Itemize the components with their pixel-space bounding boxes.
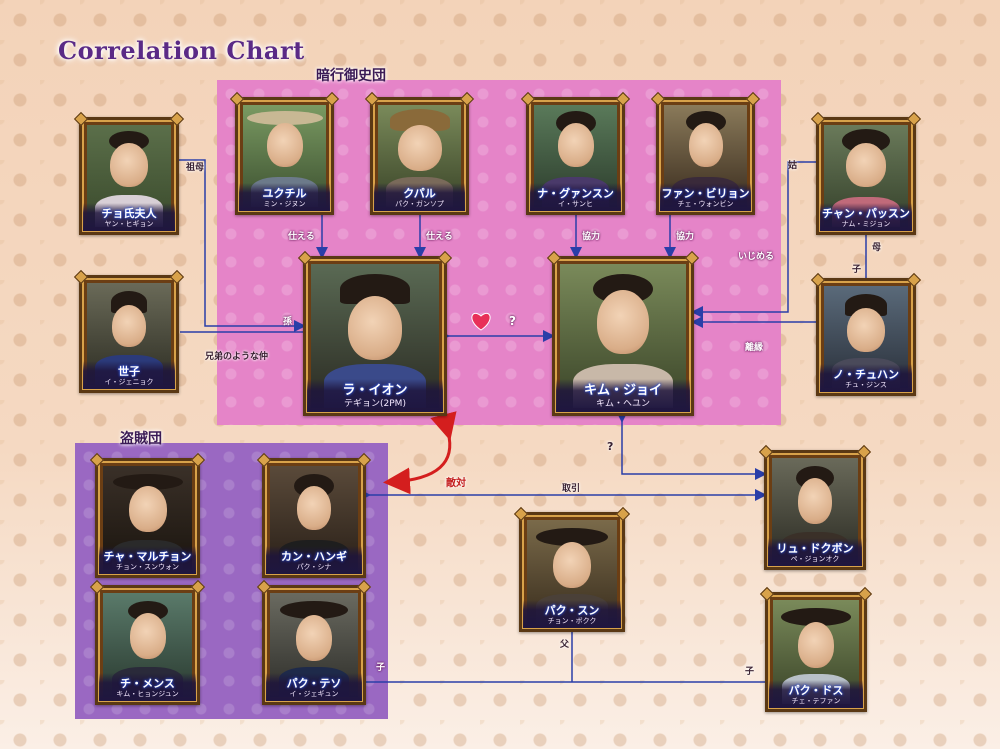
- actor-yukchil: ミン・ジヌン: [263, 200, 306, 208]
- character-card-yukchil[interactable]: ユクチルミン・ジヌン: [235, 97, 334, 215]
- name-parkteso: パク・テソ: [286, 677, 342, 690]
- rel-chichi: 父: [560, 640, 570, 650]
- character-card-ryu[interactable]: リュ・ドクボンペ・ジョンオク: [764, 450, 866, 570]
- actor-cho: ヤン・ヒギョン: [104, 220, 154, 228]
- group-label-touzoku: 盗賊団: [120, 431, 162, 447]
- group-label-anko: 暗行御史団: [316, 68, 386, 84]
- name-no: ノ・チュハン: [833, 368, 899, 381]
- actor-parksun: チョン・ボクク: [547, 617, 597, 625]
- rel-kyoryoku-2: 協力: [676, 232, 695, 242]
- character-card-cho[interactable]: チョ氏夫人ヤン・ヒギョン: [79, 117, 179, 235]
- name-kang: カン・ハンギ: [281, 550, 347, 563]
- character-card-rayion[interactable]: ラ・イオンテギョン(2PM): [303, 256, 447, 416]
- name-chang: チャン・パッスン: [822, 207, 910, 220]
- name-parksun: パク・スン: [544, 604, 600, 617]
- name-ryu: リュ・ドクボン: [776, 542, 854, 555]
- character-card-no[interactable]: ノ・チュハンチュ・ジンス: [816, 278, 916, 396]
- rel-kyodai: 兄弟のような仲: [205, 352, 269, 362]
- name-chimen: チ・メンス: [120, 677, 175, 690]
- rel-ko-2: 子: [376, 663, 386, 673]
- actor-parkdosu: チェ・テファン: [791, 697, 841, 705]
- rel-ko-3: 子: [745, 667, 755, 677]
- chart-title: Correlation Chart: [58, 36, 305, 65]
- rel-tsukaeru-2: 仕える: [426, 232, 453, 242]
- rel-kyoryoku-1: 協力: [582, 232, 601, 242]
- actor-na: イ・サンヒ: [558, 200, 593, 208]
- name-cha: チャ・マルチョン: [103, 550, 192, 563]
- actor-fan: チェ・ウォンビン: [677, 200, 734, 208]
- character-card-kang[interactable]: カン・ハンギパク・シナ: [262, 458, 366, 578]
- name-fan: ファン・ビリョン: [661, 187, 750, 200]
- character-card-chimen[interactable]: チ・メンスキム・ヒョンジュン: [95, 585, 200, 705]
- rel-sobo: 祖母: [186, 163, 205, 173]
- character-card-parkteso[interactable]: パク・テソイ・ジェギュン: [262, 585, 366, 705]
- rel-boshi: 孫: [283, 317, 293, 327]
- actor-chang: ナム・ミジョン: [841, 220, 891, 228]
- character-card-gupal[interactable]: クパルパク・ガンソプ: [370, 97, 469, 215]
- character-card-parkdosu[interactable]: パク・ドスチェ・テファン: [765, 592, 867, 712]
- character-card-parksun[interactable]: パク・スンチョン・ボクク: [519, 512, 625, 632]
- actor-parkteso: イ・ジェギュン: [289, 690, 339, 698]
- character-card-na[interactable]: ナ・グァンスンイ・サンヒ: [526, 97, 625, 215]
- actor-chimen: キム・ヒョンジュン: [116, 690, 179, 698]
- name-cho: チョ氏夫人: [101, 207, 157, 220]
- actor-kimjoi: キム・ヘユン: [595, 399, 650, 409]
- actor-ryu: ペ・ジョンオク: [790, 555, 840, 563]
- rel-tsukaeru-1: 仕える: [288, 232, 315, 242]
- rel-tekitai: 敵対: [446, 478, 466, 489]
- name-rayion: ラ・イオン: [342, 383, 408, 398]
- rel-rien: 離縁: [745, 343, 764, 353]
- rel-ko-1: 子: [852, 265, 862, 275]
- character-card-kimjoi[interactable]: キム・ジョイキム・ヘユン: [552, 256, 694, 416]
- actor-no: チュ・ジンス: [845, 381, 887, 389]
- name-seja: 世子: [118, 365, 140, 378]
- character-card-fan[interactable]: ファン・ビリョンチェ・ウォンビン: [656, 97, 755, 215]
- actor-rayion: テギョン(2PM): [344, 399, 406, 409]
- character-card-cha[interactable]: チャ・マルチョンチョン・スンウォン: [95, 458, 200, 578]
- rel-torihiki: 取引: [562, 484, 581, 494]
- name-na: ナ・グァンスン: [537, 187, 614, 200]
- character-card-chang[interactable]: チャン・パッスンナム・ミジョン: [816, 117, 916, 235]
- rel-question-1: ?: [509, 314, 516, 328]
- actor-gupal: パク・ガンソプ: [395, 200, 444, 208]
- character-card-seja[interactable]: 世子イ・ジェニョク: [79, 275, 179, 393]
- portrait-kimjoi: [560, 264, 686, 408]
- line-kimjoi-ryu: [616, 411, 767, 480]
- rel-question-2: ?: [607, 440, 614, 453]
- rel-haha: 母: [872, 243, 882, 253]
- name-yukchil: ユクチル: [262, 187, 307, 200]
- actor-cha: チョン・スンウォン: [116, 563, 179, 571]
- enemy-arrow: [383, 411, 457, 495]
- name-parkdosu: パク・ドス: [788, 684, 844, 697]
- name-gupal: クパル: [403, 187, 436, 200]
- rel-shuto: 姑: [788, 161, 798, 171]
- actor-kang: パク・シナ: [296, 563, 332, 571]
- actor-seja: イ・ジェニョク: [104, 378, 154, 386]
- line-chang-kimjoi: [691, 161, 816, 318]
- name-kimjoi: キム・ジョイ: [583, 383, 662, 398]
- love-heart-icon: [470, 311, 492, 331]
- line-cho-rayion: [178, 159, 306, 332]
- portrait-cho: [87, 125, 171, 227]
- rel-ijimeru: いじめる: [738, 252, 775, 262]
